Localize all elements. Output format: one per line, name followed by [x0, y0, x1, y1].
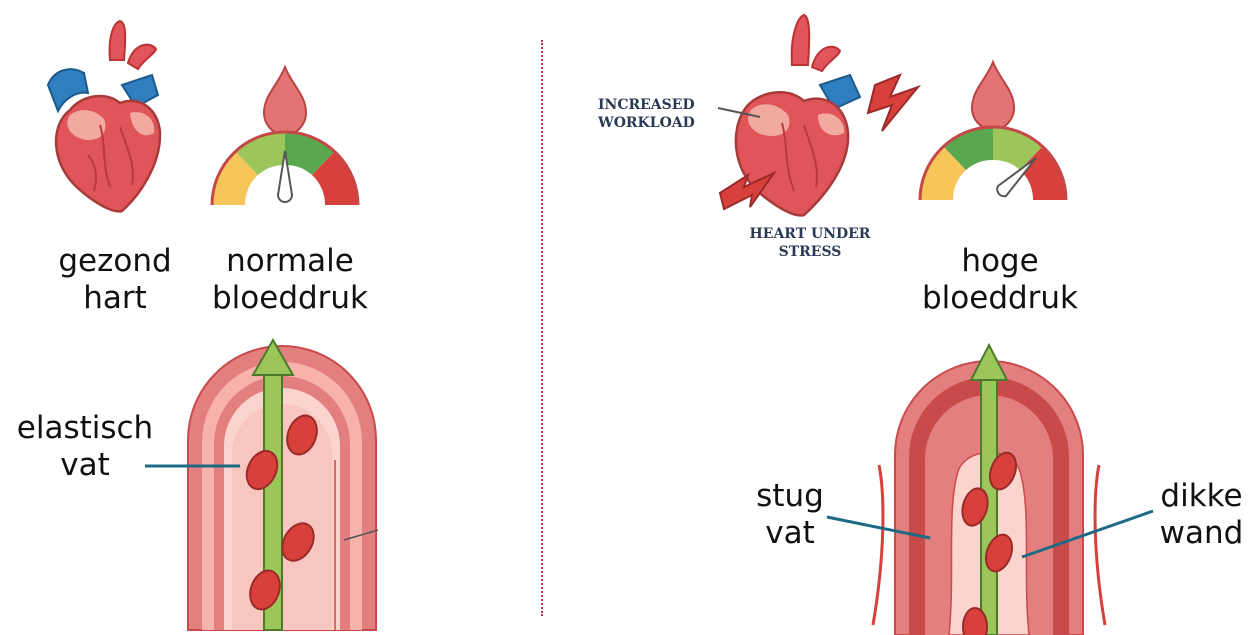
increased-workload-callout: INCREASED WORKLOAD — [598, 96, 695, 132]
elastic-vessel-label: elastisch vat — [10, 410, 160, 484]
increased-workload-line2: WORKLOAD — [598, 114, 695, 132]
thick-wall-label-line2: wand — [1150, 515, 1253, 552]
heart-under-stress-line2: STRESS — [735, 243, 885, 261]
high-pressure-label: hoge bloeddruk — [905, 243, 1095, 317]
center-divider — [541, 40, 543, 616]
healthy-heart-icon — [40, 15, 170, 215]
healthy-heart-label-line2: hart — [30, 280, 200, 317]
healthy-heart-label-line1: gezond — [30, 243, 200, 280]
increased-workload-line1: INCREASED — [598, 96, 695, 114]
normal-pressure-gauge-icon — [200, 65, 370, 215]
elastic-vessel-illustration — [180, 330, 390, 630]
thick-wall-label: dikke wand — [1150, 478, 1253, 552]
heart-under-stress-line1: HEART UNDER — [735, 225, 885, 243]
normal-pressure-label: normale bloeddruk — [200, 243, 380, 317]
normal-pressure-label-line1: normale — [200, 243, 380, 280]
stressed-heart-icon — [700, 5, 920, 225]
healthy-heart-label: gezond hart — [30, 243, 200, 317]
high-pressure-gauge-icon — [908, 60, 1078, 210]
red-blood-cell — [963, 608, 987, 635]
stiff-vessel-label-line1: stug — [735, 478, 845, 515]
high-pressure-label-line1: hoge — [905, 243, 1095, 280]
heart-under-stress-caption: HEART UNDER STRESS — [735, 225, 885, 261]
stiff-vessel-pointer — [825, 514, 935, 544]
stiff-vessel-illustration — [865, 335, 1115, 635]
thick-wall-pointer — [1018, 505, 1158, 565]
thick-wall-label-line1: dikke — [1150, 478, 1253, 515]
high-pressure-label-line2: bloeddruk — [905, 280, 1095, 317]
normal-pressure-label-line2: bloeddruk — [200, 280, 380, 317]
elastic-vessel-label-line2: vat — [10, 447, 160, 484]
elastic-vessel-label-line1: elastisch — [10, 410, 160, 447]
elastic-vessel-pointer — [145, 461, 245, 471]
